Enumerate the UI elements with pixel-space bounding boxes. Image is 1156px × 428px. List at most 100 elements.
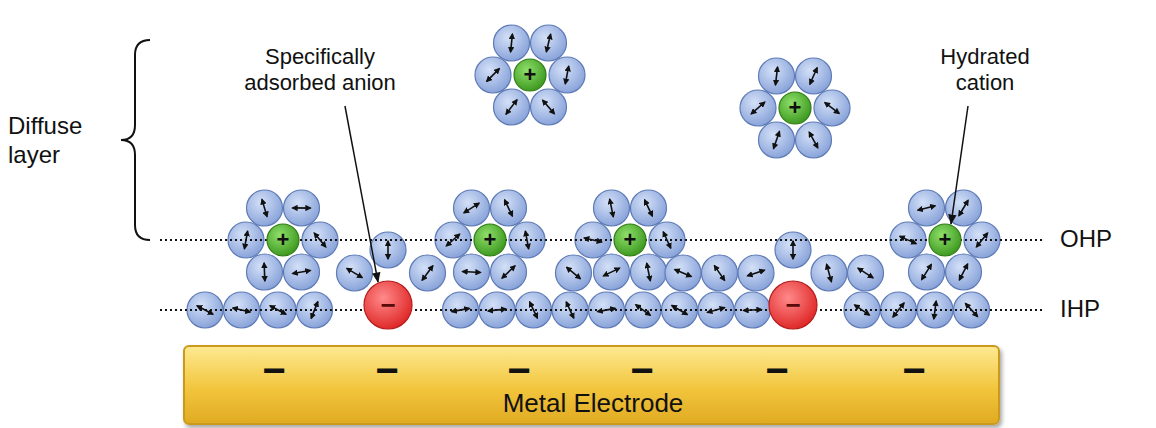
water-molecule [909,254,945,290]
water-circle [556,255,592,291]
dipole-arrow [647,263,651,281]
dipole-arrow [422,266,433,280]
dipole-arrow [567,267,581,279]
water-molecule [494,25,530,61]
water-circle [702,255,738,291]
water-circle [796,122,832,158]
water-molecule [337,255,373,291]
electrode-label: Metal Electrode [503,390,684,416]
water-molecule [796,122,832,158]
water-molecule [594,254,630,290]
water-circle [738,255,774,291]
ion-shape [928,223,962,257]
water-molecule [702,255,738,291]
ion-shape [613,223,647,257]
water-circle [370,232,406,268]
water-circle [811,255,847,291]
water-molecule [531,25,567,61]
ion-shape [473,223,507,257]
water-circle [740,90,776,126]
anion-circle: − [768,280,818,330]
dipole-arrow [511,34,513,52]
dipole-arrow [827,264,832,281]
ion-body [614,224,646,256]
water-molecule [410,255,446,291]
water-circle [454,254,490,290]
dipole-arrow [792,241,794,259]
charge-sign: − [902,350,925,390]
water-circle [531,25,567,61]
ion-shape [266,223,300,257]
water-molecule [247,190,283,226]
water-molecule [531,89,567,125]
ion-body [929,224,961,256]
water-circle [909,254,945,290]
water-molecule [775,232,811,268]
charge-sign: + [513,58,547,92]
dipole-arrow [636,305,651,316]
water-molecule [549,57,585,93]
dipole-arrow [809,132,818,148]
charge-sign: + [928,223,962,257]
callout-label: Hydrated cation [925,44,1045,97]
dipole-arrow [262,199,267,216]
ion-body [474,224,506,256]
water-circle [775,232,811,268]
dipole-arrow [900,236,916,243]
dipole-arrow [714,266,724,281]
water-circle [631,254,667,290]
cation-circle: + [928,223,962,257]
ion-shape [778,91,812,125]
charge-sign: − [765,350,788,390]
ion-body [769,281,817,329]
charge-sign: − [262,350,285,390]
dipole-arrow [506,100,517,114]
water-molecule [740,90,776,126]
dipole-arrow [505,200,513,216]
water-circle [946,254,982,290]
water-molecule [796,58,832,94]
dipole-arrow [959,200,968,215]
water-circle [454,190,490,226]
electrode-plate: −−−−−−Metal Electrode [183,345,1000,425]
charge-sign: + [778,91,812,125]
dipole-arrow [464,203,479,213]
charge-sign: + [266,223,300,257]
dipole-arrow [922,264,932,279]
ion-shape [363,280,413,330]
water-molecule [556,255,592,291]
water-molecule [665,255,701,291]
water-molecule [494,89,530,125]
water-molecule [848,255,884,291]
dipole-arrow [487,69,500,82]
water-molecule [909,190,945,226]
dipole-arrow [747,270,764,276]
ion-shape [513,58,547,92]
charge-sign: + [473,223,507,257]
dipole-arrow [672,305,688,314]
water-circle [475,57,511,93]
dipole-arrow [543,100,555,114]
water-circle [284,190,320,226]
water-circle [909,190,945,226]
dipole-arrow [918,206,935,210]
diffuse-bracket [121,40,150,240]
water-molecule [491,190,527,226]
plane-label: OHP [1060,225,1150,254]
water-circle [410,255,446,291]
water-molecule [814,90,850,126]
dipole-arrow [293,271,311,274]
dipole-arrow [463,271,481,273]
dipole-arrow [263,263,265,281]
water-molecule [811,255,847,291]
ion-body [267,224,299,256]
charge-sign: + [613,223,647,257]
water-molecule [759,58,795,94]
dipole-arrow [347,268,362,277]
water-circle [337,255,373,291]
anion-circle: − [363,280,413,330]
water-molecule [284,190,320,226]
